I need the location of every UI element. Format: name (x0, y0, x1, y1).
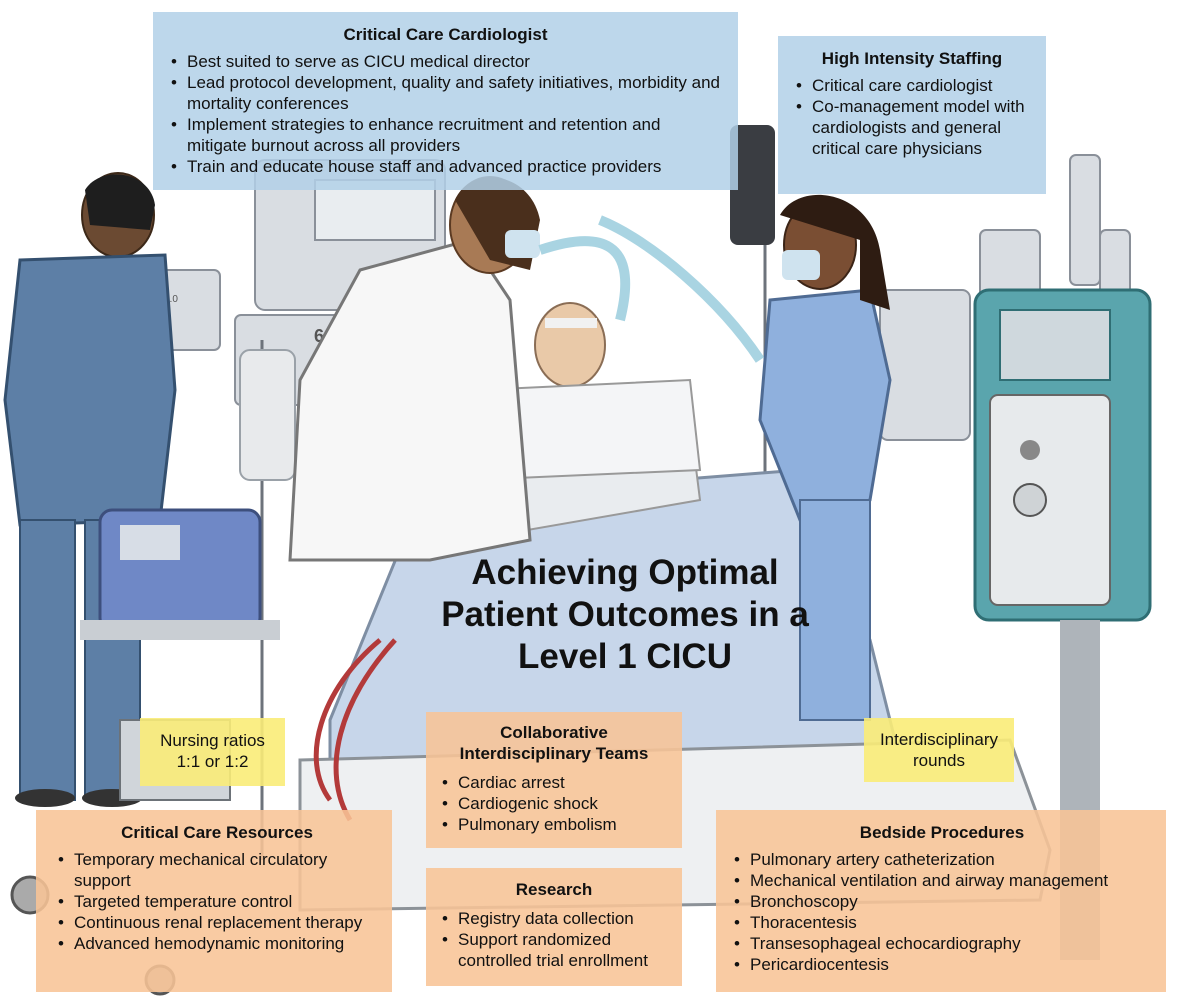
list-item: Implement strategies to enhance recruitm… (171, 114, 724, 156)
interdisciplinary-rounds-line-1: Interdisciplinary (879, 730, 999, 749)
critical-care-resources-heading: Critical Care Resources (121, 823, 313, 842)
iv-bag-clear (239, 349, 296, 481)
cardiologist-figure (288, 176, 540, 562)
nurse-figure (758, 194, 892, 721)
high-intensity-staffing-list: Critical care cardiologist Co-management… (792, 75, 1032, 159)
title-line-3: Level 1 CICU (518, 637, 732, 676)
critical-care-cardiologist-list: Best suited to serve as CICU medical dir… (167, 51, 724, 177)
collaborative-teams-box: Collaborative Interdisciplinary Teams Ca… (426, 712, 682, 848)
critical-care-resources-box: Critical Care Resources Temporary mechan… (36, 810, 392, 992)
list-item: Co-management model with cardiologists a… (796, 96, 1032, 159)
list-item: Targeted temperature control (58, 891, 380, 912)
research-heading: Research (515, 880, 593, 899)
list-item: Transesophageal echocardiography (734, 933, 1154, 954)
nursing-ratios-line-2: 1:1 or 1:2 (176, 752, 249, 771)
bedside-procedures-list: Pulmonary artery catheterization Mechani… (730, 849, 1154, 975)
ventilator-reading: 3.0 (164, 294, 178, 305)
list-item: Pulmonary embolism (442, 814, 670, 835)
iv-bag-dark (730, 125, 775, 245)
list-item: Pulmonary artery catheterization (734, 849, 1154, 870)
dialysis-machine (973, 288, 1152, 960)
nursing-ratios-line-1: Nursing ratios (160, 731, 265, 750)
staff-figure-left (3, 172, 177, 807)
bedside-procedures-box: Bedside Procedures Pulmonary artery cath… (716, 810, 1166, 992)
title-line-1: Achieving Optimal (471, 553, 779, 592)
nursing-ratios-box: Nursing ratios 1:1 or 1:2 (140, 718, 285, 786)
high-intensity-staffing-box: High Intensity Staffing Critical care ca… (778, 36, 1046, 194)
research-list: Registry data collection Support randomi… (438, 908, 670, 971)
list-item: Mechanical ventilation and airway manage… (734, 870, 1154, 891)
ventilator-tubing (598, 215, 765, 363)
list-item: Critical care cardiologist (796, 75, 1032, 96)
list-item: Bronchoscopy (734, 891, 1154, 912)
list-item: Continuous renal replacement therapy (58, 912, 380, 933)
list-item: Registry data collection (442, 908, 670, 929)
critical-care-resources-list: Temporary mechanical circulatory support… (54, 849, 380, 954)
critical-care-cardiologist-heading: Critical Care Cardiologist (343, 25, 548, 44)
list-item: Temporary mechanical circulatory support (58, 849, 380, 891)
collaborative-teams-heading-line-1: Collaborative (500, 723, 608, 742)
list-item: Advanced hemodynamic monitoring (58, 933, 380, 954)
patient (468, 302, 702, 482)
list-item: Cardiogenic shock (442, 793, 670, 814)
list-item: Cardiac arrest (442, 772, 670, 793)
collaborative-teams-list: Cardiac arrest Cardiogenic shock Pulmona… (438, 772, 670, 835)
title-line-2: Patient Outcomes in a (441, 595, 809, 634)
list-item: Best suited to serve as CICU medical dir… (171, 51, 724, 72)
list-item: Support randomized controlled trial enro… (442, 929, 670, 971)
critical-care-cardiologist-box: Critical Care Cardiologist Best suited t… (153, 12, 738, 190)
collaborative-teams-heading-line-2: Interdisciplinary Teams (459, 744, 649, 763)
list-item: Thoracentesis (734, 912, 1154, 933)
research-box: Research Registry data collection Suppor… (426, 868, 682, 986)
interdisciplinary-rounds-box: Interdisciplinary rounds (864, 718, 1014, 782)
list-item: Train and educate house staff and advanc… (171, 156, 724, 177)
list-item: Pericardiocentesis (734, 954, 1154, 975)
interdisciplinary-rounds-line-2: rounds (913, 751, 965, 770)
bedside-procedures-heading: Bedside Procedures (859, 823, 1025, 842)
list-item: Lead protocol development, quality and s… (171, 72, 724, 114)
high-intensity-staffing-heading: High Intensity Staffing (821, 49, 1003, 68)
main-title: Achieving Optimal Patient Outcomes in a … (380, 552, 870, 678)
